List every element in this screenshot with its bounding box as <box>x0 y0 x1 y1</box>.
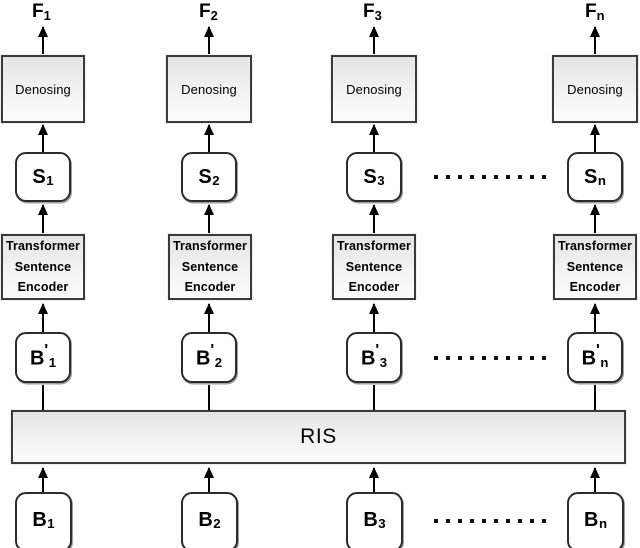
refined-block-label-3: B'3 <box>360 342 388 371</box>
input-block-label-4: Bn <box>583 508 607 532</box>
transformer-sentence-encoder-box-3[interactable]: Transformer Sentence Encoder <box>332 234 416 300</box>
sentence-embedding-label-3: S3 <box>363 165 385 189</box>
transformer-sentence-encoder-box-1[interactable]: Transformer Sentence Encoder <box>1 234 85 300</box>
input-block-label-1: B1 <box>32 508 55 532</box>
ris-module-box[interactable]: RIS <box>11 410 626 464</box>
sentence-embedding-box-4[interactable]: Sn <box>567 152 623 202</box>
refined-block-label-2: B'2 <box>195 342 223 371</box>
denosing-box-1[interactable]: Denosing <box>1 55 85 123</box>
arrow-refined-to-encoder-2 <box>208 304 210 332</box>
arrow-sentence-to-denosing-4 <box>594 125 596 152</box>
refined-block-box-1[interactable]: B'1 <box>15 332 71 383</box>
arrow-input-to-ris-2 <box>208 468 210 492</box>
denosing-box-4[interactable]: Denosing <box>552 55 638 123</box>
transformer-sentence-encoder-box-2[interactable]: Transformer Sentence Encoder <box>168 234 252 300</box>
output-label-2: F2 <box>199 1 218 23</box>
output-label-4: Fn <box>585 1 605 23</box>
sentence-embedding-label-4: Sn <box>584 165 606 189</box>
connector-ris-to-refined-4 <box>594 385 596 411</box>
denosing-label-4: Denosing <box>567 81 623 97</box>
denosing-label-3: Denosing <box>346 81 402 97</box>
connector-ris-to-refined-3 <box>373 385 375 411</box>
refined-block-label-1: B'1 <box>29 342 57 371</box>
denosing-box-3[interactable]: Denosing <box>331 55 417 123</box>
denosing-box-2[interactable]: Denosing <box>166 55 252 123</box>
arrow-denosing-to-output-2 <box>208 27 210 54</box>
arrow-encoder-to-sentence-2 <box>208 205 210 233</box>
transformer-sentence-encoder-label-1: Transformer Sentence Encoder <box>5 239 81 295</box>
sentence-embedding-box-2[interactable]: S2 <box>181 152 237 202</box>
sentence-embedding-label-2: S2 <box>198 165 220 189</box>
arrow-denosing-to-output-1 <box>42 27 44 54</box>
refined-block-box-3[interactable]: B'3 <box>346 332 402 383</box>
arrow-encoder-to-sentence-1 <box>42 205 44 233</box>
input-block-box-1[interactable]: B1 <box>15 492 72 548</box>
sentence-embedding-box-3[interactable]: S3 <box>346 152 402 202</box>
input-block-label-2: B2 <box>198 508 221 532</box>
refined-block-label-4: B'n <box>581 342 609 371</box>
sentence-embedding-label-1: S1 <box>32 165 54 189</box>
ellipsis-refined-row <box>434 355 546 360</box>
transformer-sentence-encoder-box-4[interactable]: Transformer Sentence Encoder <box>553 234 637 300</box>
transformer-sentence-encoder-label-4: Transformer Sentence Encoder <box>557 239 633 295</box>
input-block-label-3: B3 <box>363 508 386 532</box>
refined-block-box-4[interactable]: B'n <box>567 332 623 383</box>
input-block-box-2[interactable]: B2 <box>181 492 238 548</box>
arrow-refined-to-encoder-3 <box>373 304 375 332</box>
ellipsis-sentence-row <box>434 174 546 179</box>
connector-ris-to-refined-2 <box>208 385 210 411</box>
arrow-refined-to-encoder-4 <box>594 304 596 332</box>
sentence-embedding-box-1[interactable]: S1 <box>15 152 71 202</box>
arrow-input-to-ris-3 <box>373 468 375 492</box>
connector-ris-to-refined-1 <box>42 385 44 411</box>
arrow-encoder-to-sentence-3 <box>373 205 375 233</box>
arrow-sentence-to-denosing-3 <box>373 125 375 152</box>
denosing-label-1: Denosing <box>15 81 71 97</box>
arrow-input-to-ris-4 <box>594 468 596 492</box>
denosing-label-2: Denosing <box>181 81 237 97</box>
input-block-box-4[interactable]: Bn <box>567 492 624 548</box>
transformer-sentence-encoder-label-3: Transformer Sentence Encoder <box>336 239 412 295</box>
ellipsis-input-row <box>434 518 546 523</box>
ris-module-label: RIS <box>300 425 337 448</box>
output-label-3: F3 <box>363 1 382 23</box>
arrow-encoder-to-sentence-4 <box>594 205 596 233</box>
transformer-sentence-encoder-label-2: Transformer Sentence Encoder <box>172 239 248 295</box>
arrow-input-to-ris-1 <box>42 468 44 492</box>
refined-block-box-2[interactable]: B'2 <box>181 332 237 383</box>
input-block-box-3[interactable]: B3 <box>346 492 403 548</box>
arrow-denosing-to-output-4 <box>594 27 596 54</box>
output-label-1: F1 <box>32 1 51 23</box>
arrow-denosing-to-output-3 <box>373 27 375 54</box>
arrow-sentence-to-denosing-1 <box>42 125 44 152</box>
arrow-sentence-to-denosing-2 <box>208 125 210 152</box>
arrow-refined-to-encoder-1 <box>42 304 44 332</box>
